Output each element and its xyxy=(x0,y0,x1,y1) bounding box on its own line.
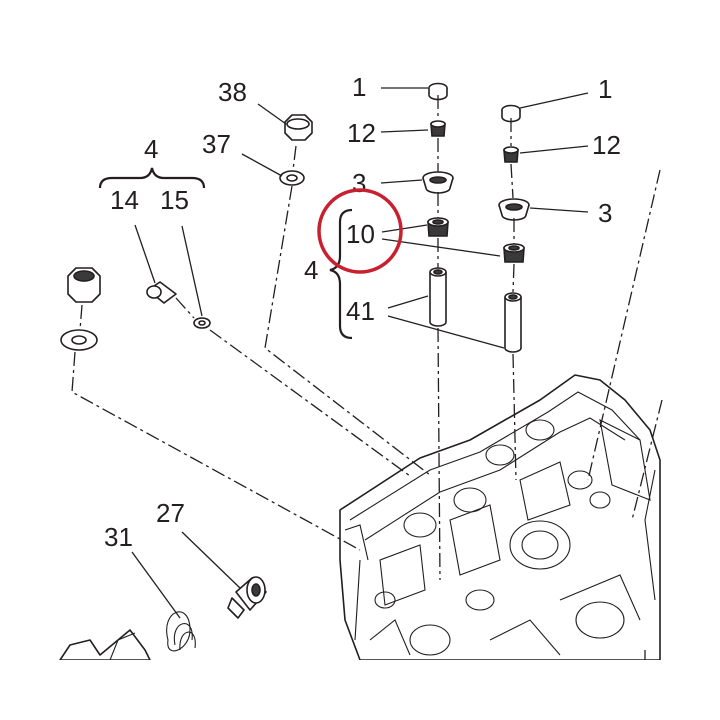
callout-1-right: 1 xyxy=(598,74,612,104)
bracket-braces xyxy=(98,167,353,340)
callout-4-group: 4 xyxy=(304,255,318,285)
brace-group-4-top xyxy=(98,167,206,189)
callout-14: 14 xyxy=(110,185,139,215)
valve-stack-left xyxy=(422,82,454,581)
spring-31 xyxy=(59,611,196,661)
bolt-38-assembly xyxy=(264,114,431,476)
callout-10: 10 xyxy=(346,219,375,249)
bottom-crop xyxy=(0,660,720,720)
callout-27: 27 xyxy=(156,498,185,528)
callout-3-left: 3 xyxy=(352,168,366,198)
callout-38: 38 xyxy=(218,77,247,107)
pin-assembly xyxy=(146,281,411,477)
callout-41: 41 xyxy=(346,296,375,326)
callout-15: 15 xyxy=(160,185,189,215)
highlight-circle xyxy=(317,188,403,274)
cylinder-head xyxy=(339,374,661,661)
callout-1-left: 1 xyxy=(352,72,366,102)
valve-guide-left xyxy=(429,272,447,327)
callout-3-right: 3 xyxy=(598,198,612,228)
callout-12-left: 12 xyxy=(347,118,376,148)
leader-lines xyxy=(131,87,589,619)
callout-31: 31 xyxy=(104,522,133,552)
valve-stack-right xyxy=(498,104,530,481)
sleeve-27 xyxy=(227,576,267,619)
nut-washer-left xyxy=(60,267,361,551)
callout-labels: 1 12 3 10 4 41 1 12 3 4 14 15 38 37 27 3… xyxy=(104,72,621,552)
callout-4-top: 4 xyxy=(144,134,158,164)
callout-12-right: 12 xyxy=(592,130,621,160)
brace-group-4-left xyxy=(329,208,353,340)
valve-guide-right xyxy=(504,297,522,353)
callout-37: 37 xyxy=(202,129,231,159)
